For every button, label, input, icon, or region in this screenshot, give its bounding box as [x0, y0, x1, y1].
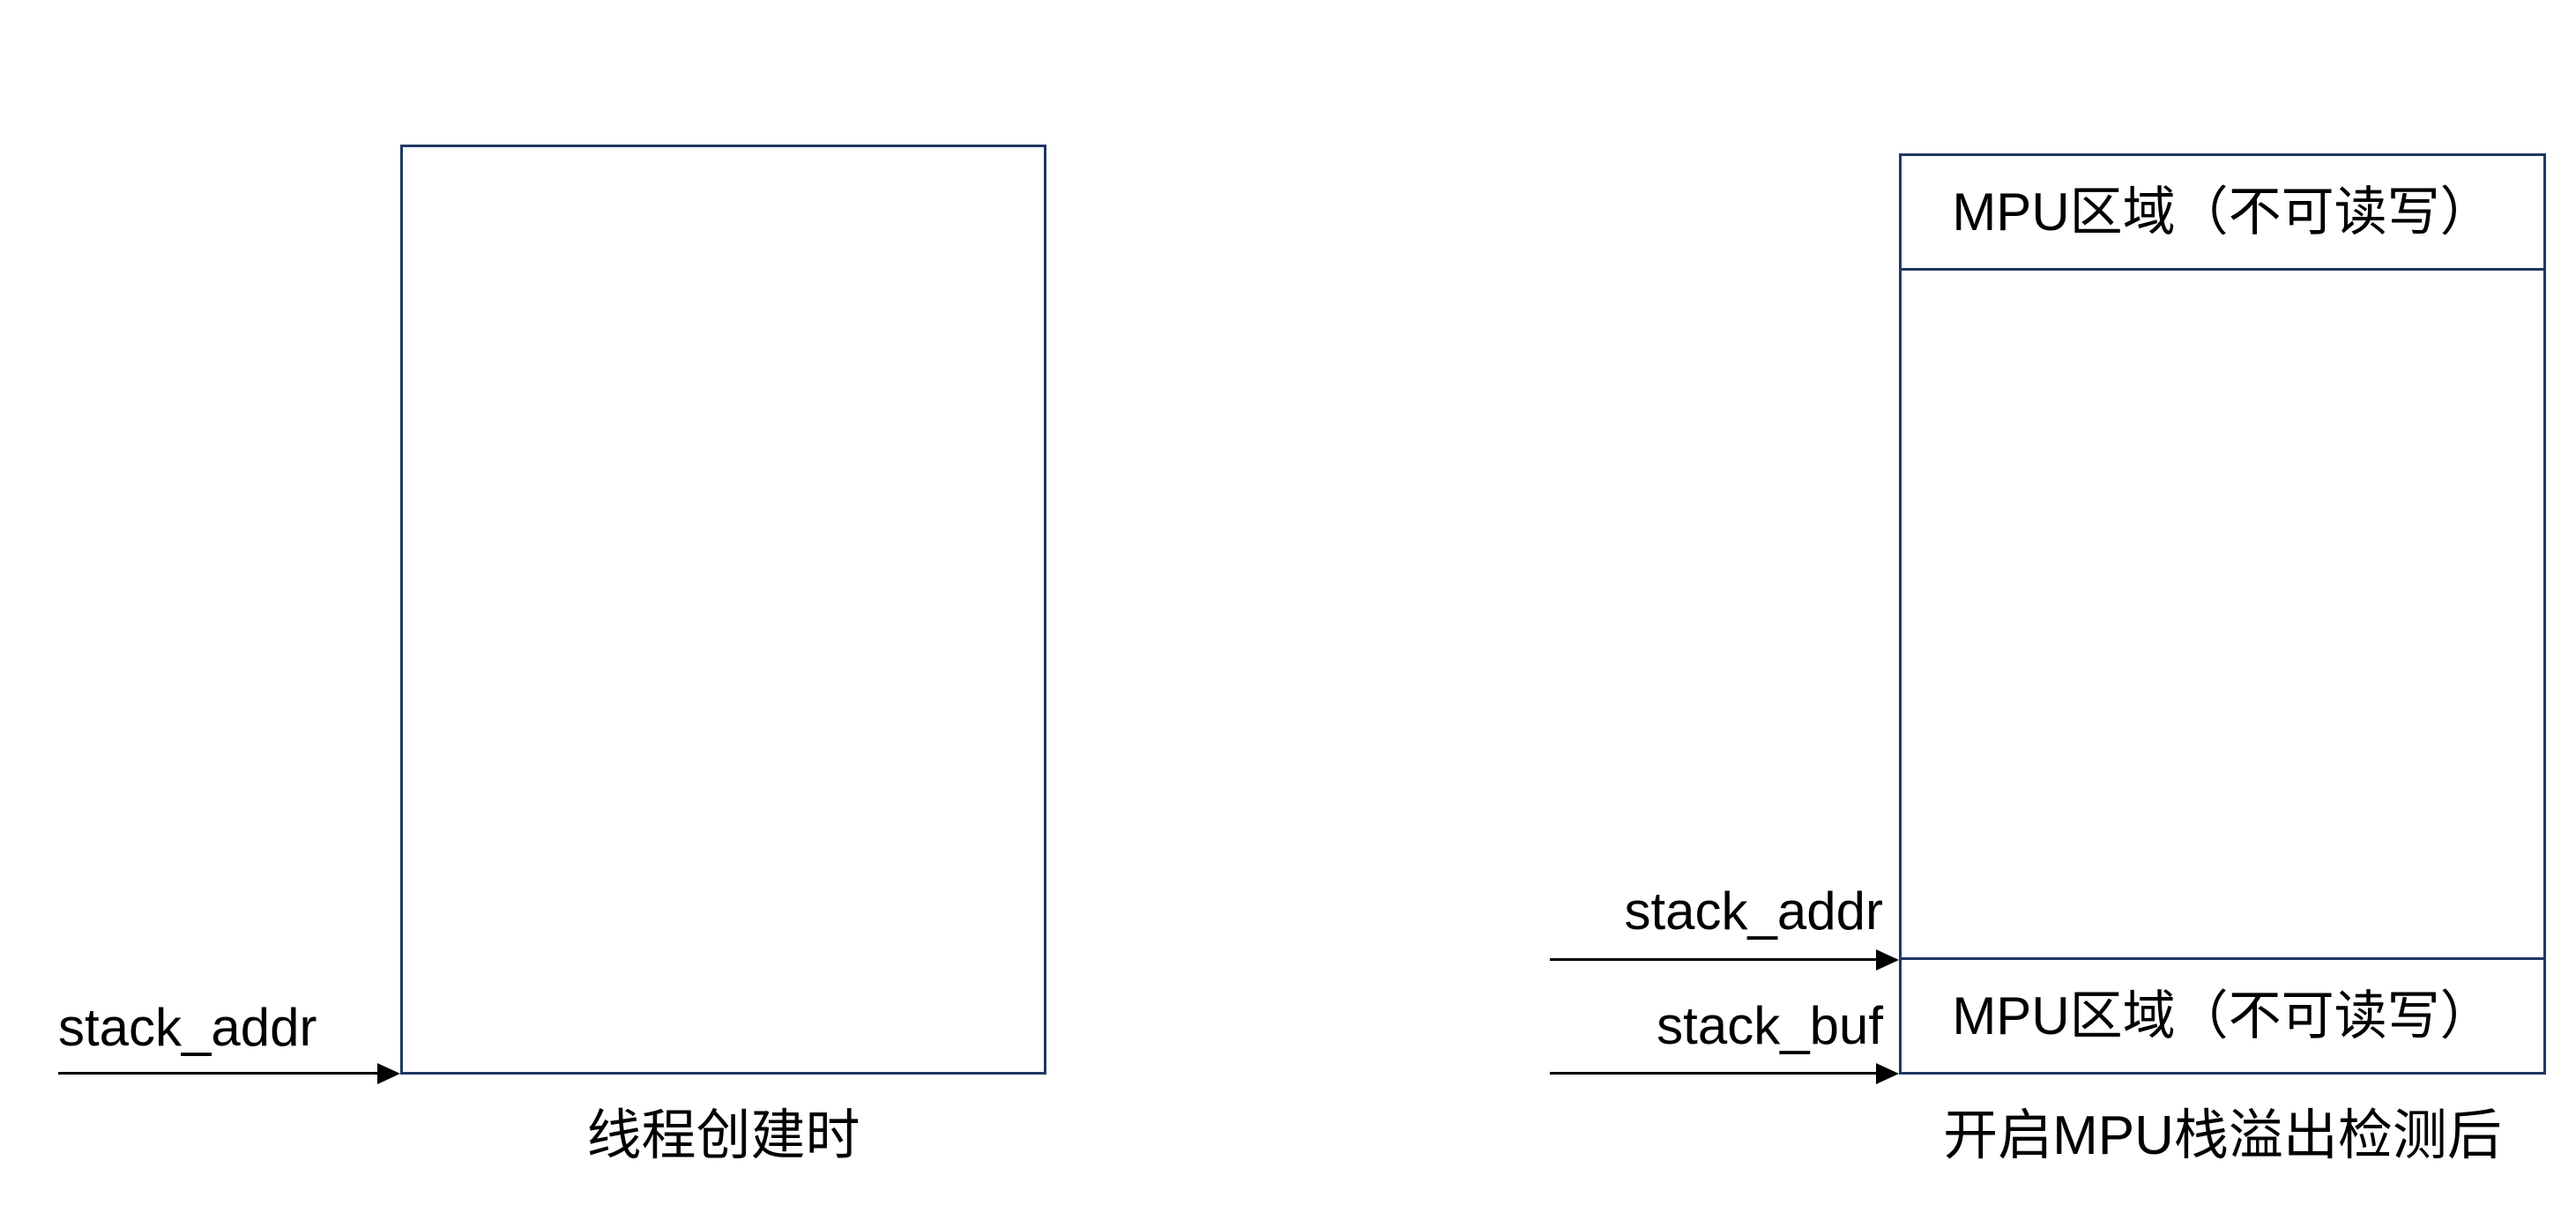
mpu-top-region-label: MPU区域（不可读写） [1952, 182, 2493, 242]
right-stack-buf-arrow [1550, 1062, 1899, 1084]
right-stack-buf-label: stack_buf [1657, 996, 1883, 1055]
right-stack-addr-arrow [1550, 948, 1899, 971]
mpu-bottom-region-label: MPU区域（不可读写） [1952, 986, 2493, 1045]
right-caption: 开启MPU栈溢出检测后 [1943, 1105, 2502, 1166]
right-stack-buf-arrowhead-icon [1876, 1062, 1899, 1084]
left-stack-box [400, 145, 1046, 1075]
left-stack-addr-arrow [58, 1062, 400, 1084]
right-stack-addr-label: stack_addr [1624, 882, 1884, 941]
right-stack-box: MPU区域（不可读写） MPU区域（不可读写） [1899, 153, 2546, 1075]
mpu-top-region: MPU区域（不可读写） [1902, 156, 2543, 271]
mpu-bottom-region: MPU区域（不可读写） [1902, 957, 2543, 1072]
left-stack-addr-label: stack_addr [58, 998, 317, 1057]
left-stack-addr-arrowhead-icon [377, 1062, 400, 1084]
right-stack-addr-arrowhead-icon [1876, 948, 1899, 971]
left-caption: 线程创建时 [586, 1105, 860, 1166]
